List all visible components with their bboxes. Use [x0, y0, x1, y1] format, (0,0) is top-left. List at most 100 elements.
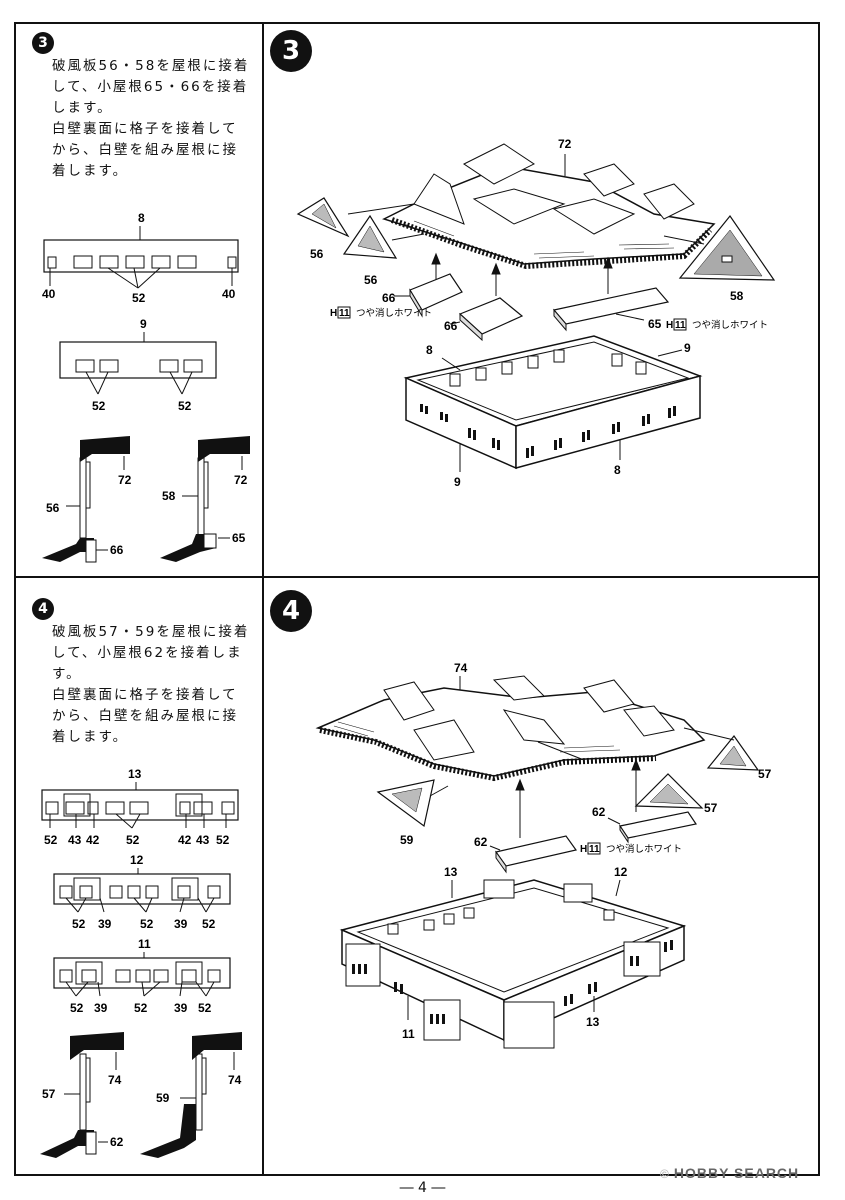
svg-text:42: 42 — [86, 833, 100, 847]
svg-text:H: H — [330, 308, 337, 319]
svg-text:H: H — [580, 844, 587, 855]
section-a-72: 72 — [118, 473, 132, 487]
step4-instr-line: から、白壁を組み屋根に接 — [52, 708, 238, 724]
step3-number-badge-large: 3 — [270, 30, 312, 72]
step3-detail-diagrams: 8 40 52 40 9 52 52 72 56 66 72 58 65 — [42, 211, 250, 563]
roof-section-b — [198, 436, 250, 462]
wall-9-bottom-label: 9 — [454, 475, 461, 489]
wall12-outline — [53, 873, 231, 905]
step4-instr-line: 破風板57・59を屋根に接着 — [52, 624, 250, 640]
section-4a-62: 62 — [110, 1135, 124, 1149]
wall11-outline — [53, 957, 231, 989]
wall12-title-label: 12 — [130, 853, 144, 867]
step4-instructions: 破風板57・59を屋根に接着 して、小屋根62を接着しま す。 白壁裏面に格子を… — [52, 622, 252, 748]
wall-8-bottom-label: 8 — [614, 463, 621, 477]
wall8-right-label: 40 — [222, 287, 236, 301]
svg-text:11: 11 — [339, 308, 350, 319]
section-a-66: 66 — [110, 543, 124, 557]
svg-text:11: 11 — [675, 320, 686, 331]
wall-11-label: 11 — [402, 1027, 415, 1041]
gable-57b: 57 — [634, 773, 718, 815]
gable-56a: 56 — [296, 197, 415, 261]
wall13-title-label: 13 — [128, 767, 142, 781]
gable-58: 58 — [663, 214, 776, 303]
step4-instr-line: 白壁裏面に格子を接着して — [52, 687, 238, 703]
svg-text:52: 52 — [70, 1001, 84, 1015]
step3-instr-line: 破風板56・58を屋根に接着 — [52, 58, 250, 74]
roof-section-4a — [70, 1032, 124, 1060]
column-divider — [262, 22, 264, 1176]
step3-instr-line: して、小屋根65・66を接着 — [52, 79, 249, 95]
svg-text:43: 43 — [68, 833, 82, 847]
wall9-outline — [59, 341, 217, 379]
gable-58-label: 58 — [730, 289, 744, 303]
section-4a-74: 74 — [108, 1073, 122, 1087]
watermark: ©HOBBY SEARCH — [660, 1165, 799, 1181]
wall-12-top-label: 12 — [614, 865, 628, 879]
svg-text:52: 52 — [198, 1001, 212, 1015]
svg-text:52: 52 — [140, 917, 154, 931]
wall8-mid-label: 52 — [132, 291, 146, 305]
section-b-58: 58 — [162, 489, 176, 503]
svg-text:39: 39 — [98, 917, 112, 931]
small-roof-66b: 66 — [444, 297, 524, 342]
section-b-65: 65 — [232, 531, 246, 545]
roof-section-a — [80, 436, 130, 462]
gable-59: 59 — [376, 779, 449, 847]
wall9-left-label: 52 — [92, 399, 106, 413]
small-roof-62a-label: 62 — [592, 805, 606, 819]
wall8-title-label: 8 — [138, 211, 145, 225]
step4-detail-diagrams: 13 52 43 42 52 42 43 52 12 52 39 52 — [40, 767, 242, 1158]
step4-number-badge: 4 — [32, 598, 54, 620]
wall-frame-8-9: 8 9 9 8 — [403, 335, 703, 489]
svg-text:52: 52 — [134, 1001, 148, 1015]
roof-72: 72 — [382, 137, 716, 270]
svg-text:つや消しホワイト: つや消しホワイト — [692, 319, 768, 331]
step4-assembly-diagram: 74 57 57 59 62 62 H 11 — [315, 661, 772, 1049]
svg-text:39: 39 — [174, 917, 188, 931]
wall8-left-label: 40 — [42, 287, 56, 301]
small-roof-65: 65 — [552, 287, 670, 332]
svg-text:52: 52 — [44, 833, 58, 847]
wall9-right-label: 52 — [178, 399, 192, 413]
step3-number-badge: 3 — [32, 32, 54, 54]
svg-text:つや消しホワイト: つや消しホワイト — [356, 307, 432, 319]
svg-text:39: 39 — [94, 1001, 108, 1015]
svg-text:42: 42 — [178, 833, 192, 847]
small-roof-66b-label: 66 — [444, 319, 458, 333]
roof-72-label: 72 — [558, 137, 572, 151]
section-a-56: 56 — [46, 501, 60, 515]
page-frame — [14, 22, 820, 1176]
section-4a-57: 57 — [42, 1087, 56, 1101]
gable-57a-label: 57 — [758, 767, 772, 781]
watermark-text: HOBBY SEARCH — [673, 1165, 800, 1181]
gable-56b: 56 — [342, 214, 425, 287]
wall-frame-11-12-13: 13 12 11 13 — [339, 865, 687, 1049]
step3-instr-line: 白壁裏面に格子を接着して — [52, 121, 238, 137]
small-roof-62a: 62 — [592, 805, 697, 844]
wall11-title-label: 11 — [138, 937, 151, 951]
wall-9-top-label: 9 — [684, 341, 691, 355]
roof-74: 74 — [315, 661, 706, 782]
gable-59-label: 59 — [400, 833, 414, 847]
svg-text:39: 39 — [174, 1001, 188, 1015]
paint-callout-62: H 11 つや消しホワイト — [580, 842, 682, 855]
small-roof-62b: 62 — [474, 835, 578, 874]
small-roof-66a: 66 — [382, 273, 463, 318]
svg-text:52: 52 — [202, 917, 216, 931]
small-roof-65-label: 65 — [648, 317, 662, 331]
step4-number-badge-large: 4 — [270, 590, 312, 632]
step3-instr-line: 着します。 — [52, 163, 129, 179]
page-number: ― 4 ― — [399, 1180, 446, 1196]
svg-text:52: 52 — [72, 917, 86, 931]
gable-57a: 57 — [683, 727, 772, 781]
roof-section-4b — [192, 1032, 242, 1060]
wall8-outline — [43, 239, 239, 273]
step4-instr-line: 着します。 — [52, 729, 129, 745]
wall9-title-label: 9 — [140, 317, 147, 331]
svg-text:52: 52 — [216, 833, 230, 847]
step4-instr-line: して、小屋根62を接着しま — [52, 645, 243, 661]
wall13-outline — [41, 789, 239, 821]
svg-text:つや消しホワイト: つや消しホワイト — [606, 843, 682, 855]
svg-text:43: 43 — [196, 833, 210, 847]
